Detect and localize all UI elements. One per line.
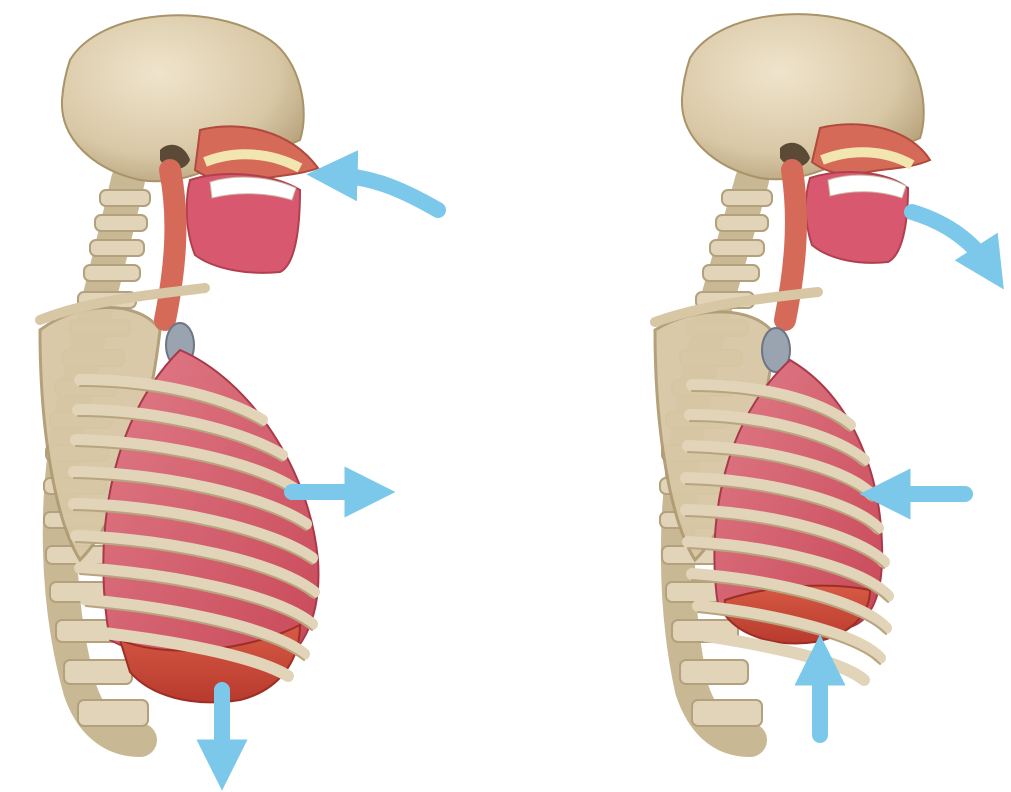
- air-in-arrow: [332, 175, 438, 210]
- panel-inhalation: [40, 15, 438, 765]
- oral-cavity: [187, 126, 318, 272]
- panel-exhalation: [655, 14, 990, 740]
- oral-cavity: [806, 124, 930, 263]
- air-out-arrow: [912, 212, 990, 268]
